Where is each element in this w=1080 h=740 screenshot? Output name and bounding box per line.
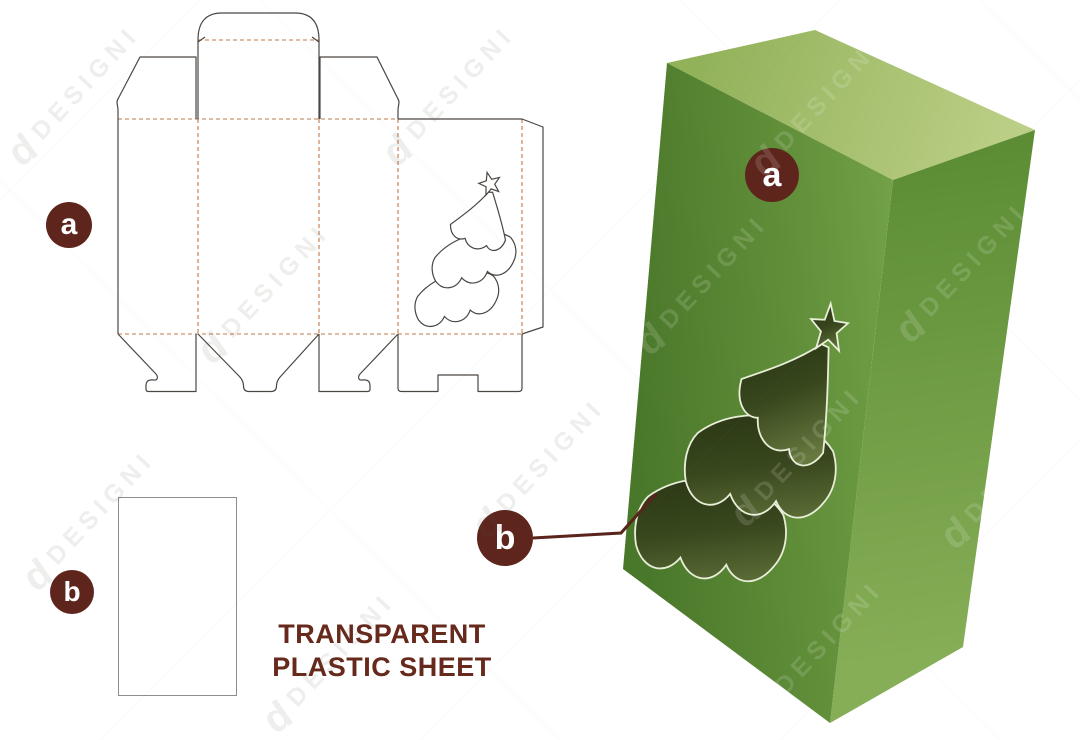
box-side-face [830, 130, 1035, 723]
box-top-face [667, 30, 1035, 180]
sheet-caption-line1: TRANSPARENT [278, 619, 486, 649]
plastic-sheet-rectangle [118, 497, 237, 696]
callout-b-sheet: b [50, 570, 94, 614]
callout-b-box: b [477, 510, 533, 566]
fold-lines [118, 39, 523, 335]
sheet-caption-line2: PLASTIC SHEET [272, 651, 492, 682]
callout-a-dieline: a [46, 202, 92, 248]
callout-a-box: a [745, 148, 799, 202]
cut-lines [116, 12, 544, 393]
sheet-caption: TRANSPARENT PLASTIC SHEET [262, 618, 502, 684]
leader-line-b [532, 492, 658, 540]
dieline-diagram [116, 12, 544, 393]
